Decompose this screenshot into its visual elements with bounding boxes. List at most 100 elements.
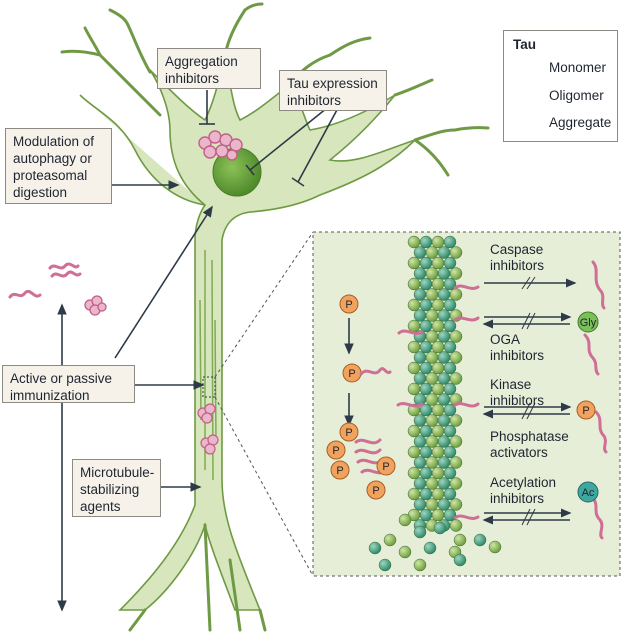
p-mark: P bbox=[345, 427, 352, 439]
tubulin-bead bbox=[419, 298, 433, 312]
modification-badges bbox=[576, 311, 599, 503]
axon-aggregates bbox=[197, 403, 219, 455]
tubulin-bead bbox=[453, 533, 467, 547]
extracellular-tau bbox=[8, 262, 82, 299]
tubulin-bead bbox=[437, 393, 451, 406]
tubulin-bead bbox=[419, 256, 433, 270]
tubulin-bead bbox=[437, 288, 451, 301]
modulation-text: Modulation of autophagy or proteasomal d… bbox=[13, 134, 95, 200]
inhibition-lines bbox=[199, 90, 339, 187]
tubulin-bead bbox=[443, 298, 457, 312]
tubulin-bead bbox=[413, 435, 427, 448]
tubulin-bead bbox=[437, 372, 451, 385]
tubulin-bead bbox=[425, 435, 439, 448]
tubulin-bead bbox=[413, 372, 427, 385]
caspase-inhibitors-label: Caspase inhibitors bbox=[490, 242, 545, 273]
tubulin-bead bbox=[437, 498, 451, 511]
tubulin-bead bbox=[449, 456, 463, 469]
aggregate-in-soma bbox=[198, 130, 243, 161]
tubulin-bead bbox=[449, 330, 463, 343]
tubulin-bead bbox=[431, 298, 445, 312]
tubulin-bead bbox=[431, 508, 445, 522]
tubulin-bead bbox=[425, 351, 439, 364]
tubulin-bead bbox=[407, 424, 421, 438]
tubulin-bead bbox=[413, 498, 427, 511]
tubulin-bead bbox=[413, 414, 427, 427]
tubulin-bead bbox=[431, 403, 445, 417]
tubulin-bead bbox=[431, 277, 445, 291]
tubulin-bead bbox=[407, 235, 421, 249]
tubulin-bead bbox=[425, 477, 439, 490]
tubulin-bead bbox=[449, 498, 463, 511]
tau-expression-inhibitors-text: Tau expression inhibitors bbox=[287, 76, 378, 108]
tubulin-bead bbox=[425, 288, 439, 301]
tubulin-bead bbox=[419, 319, 433, 333]
microtubule-stabilizing-text: Microtubule-stabilizing agents bbox=[80, 465, 155, 514]
ac-mark: Ac bbox=[582, 487, 595, 499]
tubulin-bead bbox=[443, 403, 457, 417]
tubulin-bead bbox=[431, 361, 445, 375]
tubulin-bead bbox=[449, 267, 463, 280]
tubulin-bead bbox=[443, 487, 457, 501]
kinase-inhibitors-label: Kinase inhibitors bbox=[490, 377, 545, 408]
tubulin-bead bbox=[407, 319, 421, 333]
p-mark: P bbox=[372, 485, 379, 497]
legend-oligomer: Oligomer bbox=[549, 88, 604, 103]
tubulin-bead bbox=[419, 340, 433, 354]
tubulin-bead bbox=[449, 435, 463, 448]
tubulin-bead bbox=[488, 540, 502, 554]
p-mark: P bbox=[582, 405, 589, 417]
tubulin-bead bbox=[431, 445, 445, 459]
tubulin-bead bbox=[431, 256, 445, 270]
tubulin-bead bbox=[419, 508, 433, 522]
tubulin-bead bbox=[449, 519, 463, 532]
tubulin-bead bbox=[413, 309, 427, 322]
tubulin-bead bbox=[425, 393, 439, 406]
tubulin-bead bbox=[431, 487, 445, 501]
gly-mark: Gly bbox=[580, 317, 597, 329]
tubulin-bead bbox=[443, 445, 457, 459]
tubulin-bead bbox=[407, 277, 421, 291]
tubulin-bead bbox=[413, 477, 427, 490]
label-immunization: Active or passive immunization bbox=[2, 365, 135, 403]
tubulin-bead bbox=[425, 267, 439, 280]
tubulin-bead bbox=[419, 445, 433, 459]
tubulin-bead bbox=[431, 382, 445, 396]
tubulin-bead bbox=[413, 246, 427, 259]
tubulin-bead bbox=[431, 466, 445, 480]
immunization-text: Active or passive immunization bbox=[10, 371, 113, 403]
tubulin-bead bbox=[437, 435, 451, 448]
tubulin-bead bbox=[425, 456, 439, 469]
tubulin-bead bbox=[437, 477, 451, 490]
dendrites bbox=[60, 2, 490, 632]
tubulin-bead bbox=[368, 541, 382, 555]
tubulin-bead bbox=[449, 477, 463, 490]
tubulin-bead bbox=[398, 513, 412, 527]
tubulin-bead bbox=[407, 487, 421, 501]
tubulin-bead bbox=[443, 235, 457, 249]
tubulin-bead bbox=[398, 545, 412, 559]
tubulin-bead bbox=[443, 319, 457, 333]
tubulin-bead bbox=[443, 508, 457, 522]
tubulin-bead bbox=[413, 267, 427, 280]
tubulin-bead bbox=[431, 340, 445, 354]
tubulin-bead bbox=[443, 277, 457, 291]
tubulin-bead bbox=[425, 414, 439, 427]
aggregation-inhibitors-text: Aggregation inhibitors bbox=[165, 54, 238, 86]
extracellular-aggregate bbox=[84, 295, 107, 316]
tubulin-bead bbox=[419, 277, 433, 291]
label-aggregation-inhibitors: Aggregation inhibitors bbox=[157, 48, 261, 89]
modified-tau bbox=[583, 260, 608, 540]
phospho-labels: P P P P P P P bbox=[332, 299, 389, 497]
oga-inhibitors-label: OGA inhibitors bbox=[490, 332, 545, 363]
tubulin-bead bbox=[449, 351, 463, 364]
tubulin-bead bbox=[419, 235, 433, 249]
tubulin-bead bbox=[425, 498, 439, 511]
tubulin-bead bbox=[443, 382, 457, 396]
tubulin-bead bbox=[413, 456, 427, 469]
label-arrows bbox=[57, 180, 213, 612]
tubulin-bead bbox=[413, 525, 427, 539]
tubulin-bead bbox=[407, 361, 421, 375]
